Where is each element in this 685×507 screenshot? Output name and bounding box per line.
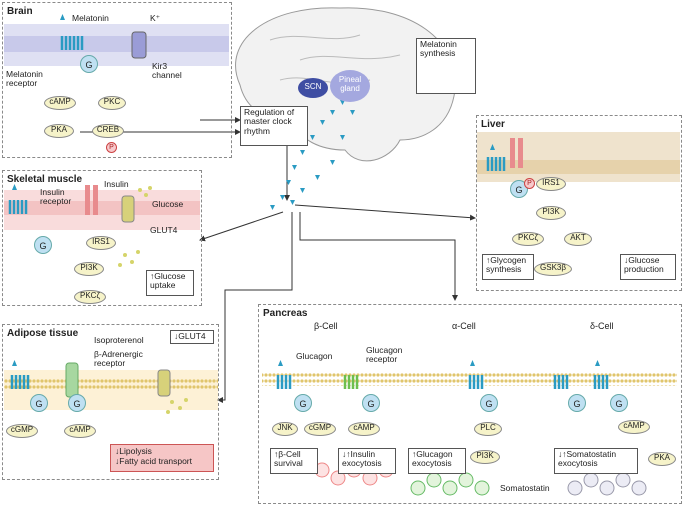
melatonin-synthesis-label: Melatonin synthesis [420, 39, 457, 59]
scn: SCN [298, 78, 328, 98]
g-protein-muscle: G [34, 236, 52, 254]
pkcz-muscle: PKCζ [74, 290, 106, 304]
glucose-production-box: ↓Glucose production [620, 254, 676, 280]
melatonin-label: Melatonin [72, 13, 109, 23]
pi3k-liver: PI3K [536, 206, 566, 220]
camp-brain: cAMP [44, 96, 76, 110]
adipose-title: Adipose tissue [7, 328, 79, 339]
g-protein-adipose-2: G [68, 394, 86, 412]
liver-panel: Liver [476, 115, 682, 291]
glucose-uptake-box: ↑Glucose uptake [146, 270, 194, 296]
plc-alpha: PLC [474, 422, 502, 436]
glut4-adipose-box: ↓GLUT4 [170, 330, 214, 344]
jnk-beta: JNK [272, 422, 298, 436]
g-protein-beta-2: G [362, 394, 380, 412]
beta-survival-box: ↑β-Cell survival [270, 448, 318, 474]
somatostatin-label: Somatostatin [500, 483, 550, 493]
alpha-cell-label: α-Cell [452, 321, 476, 331]
camp-beta: cAMP [348, 422, 380, 436]
g-protein-delta-2: G [610, 394, 628, 412]
pkcz-liver: PKCζ [512, 232, 544, 246]
gsk3b-liver: GSK3β [534, 262, 572, 276]
g-protein-brain: G [80, 55, 98, 73]
pi3k-alpha: PI3K [470, 450, 500, 464]
liver-title: Liver [481, 119, 505, 130]
pka-brain: PKA [44, 124, 74, 138]
glut4-label: GLUT4 [150, 225, 178, 235]
insulin-label: Insulin [104, 179, 129, 189]
melatonin-receptor-label: Melatonin receptor [6, 69, 43, 88]
insulin-exocytosis-box: ↓↑Insulin exocytosis [338, 448, 396, 474]
g-protein-delta-1: G [568, 394, 586, 412]
pkc-brain: PKC [98, 96, 126, 110]
pancreas-panel: Pancreas [258, 304, 682, 504]
irs1-muscle: IRS1 [86, 236, 116, 250]
brain-panel: Brain [2, 2, 232, 158]
lipolysis-box: ↓Lipolysis ↓Fatty acid transport [110, 444, 214, 472]
delta-cell-label: δ-Cell [590, 321, 614, 331]
akt-liver: AKT [564, 232, 592, 246]
brain-title: Brain [7, 6, 33, 17]
adipose-panel: Adipose tissue [2, 324, 219, 480]
pka-delta: PKA [648, 452, 676, 466]
glucagon-receptor-label: Glucagon receptor [366, 345, 403, 364]
camp-adipose: cAMP [64, 424, 96, 438]
insulin-receptor-label: Insulin receptor [40, 187, 72, 206]
pancreas-title: Pancreas [263, 308, 308, 319]
pi3k-muscle: PI3K [74, 262, 104, 276]
pineal-gland: Pineal gland [330, 70, 370, 102]
cgmp-beta: cGMP [304, 422, 336, 436]
irs1-liver: IRS1 [536, 177, 566, 191]
creb-brain: CREB [92, 124, 124, 138]
glucose-label: Glucose [152, 199, 184, 209]
regulation-box: Regulation of master clock rhythm [240, 106, 308, 146]
phospho-irs1-liver: P [524, 178, 535, 189]
beta-adrenergic-label: β-Adrenergic receptor [94, 349, 143, 368]
glucagon-exocytosis-box: ↑Glucagon exocytosis [408, 448, 466, 474]
somatostatin-exocytosis-box: ↓↑Somatostatin exocytosis [554, 448, 638, 474]
g-protein-beta-1: G [294, 394, 312, 412]
beta-cell-label: β-Cell [314, 321, 338, 331]
g-protein-adipose-1: G [30, 394, 48, 412]
muscle-title: Skeletal muscle [7, 174, 83, 185]
isoproterenol-label: Isoproterenol [94, 335, 144, 345]
glycogen-box: ↑Glycogen synthesis [482, 254, 534, 280]
cgmp-adipose: cGMP [6, 424, 38, 438]
melatonin-synthesis-box: Melatonin synthesis [416, 38, 476, 94]
glucagon-label: Glucagon [296, 351, 333, 361]
g-protein-alpha: G [480, 394, 498, 412]
kir3-label: Kir3 channel [152, 61, 182, 80]
potassium-label: K⁺ [150, 13, 161, 23]
g-protein-liver: G [510, 180, 528, 198]
muscle-panel: Skeletal muscle [2, 170, 202, 306]
camp-delta: cAMP [618, 420, 650, 434]
phospho-creb: P [106, 142, 117, 153]
